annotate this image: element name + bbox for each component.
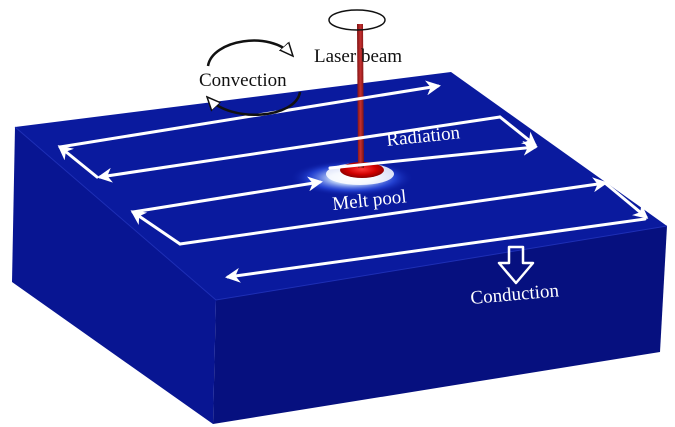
scan-arrow-3 (97, 115, 502, 183)
scan-arrow-8 (178, 177, 608, 246)
scan-arrow-9 (603, 181, 649, 219)
label-laser-beam: Laser beam (314, 46, 402, 67)
scan-arrow-5 (328, 140, 538, 170)
convection-arrow-upper (206, 39, 292, 67)
laser-beam (357, 24, 364, 168)
scan-arrow-7 (130, 210, 182, 246)
scan-arrow-4 (498, 115, 538, 147)
block-edges (14, 126, 668, 301)
scan-arrow-2 (57, 145, 99, 179)
convection-arrow-lower (208, 91, 302, 116)
label-convection: Convection (199, 70, 287, 91)
block-side-face (12, 127, 216, 424)
convection-arrows (206, 39, 302, 116)
scan-arrow-1 (58, 80, 441, 149)
scan-path-arrows (57, 80, 649, 283)
scan-arrow-10 (225, 217, 647, 283)
scan-arrow-6 (131, 176, 323, 214)
block-front-face (213, 226, 667, 424)
laser-aperture (328, 9, 386, 31)
conduction-arrow (497, 245, 535, 285)
